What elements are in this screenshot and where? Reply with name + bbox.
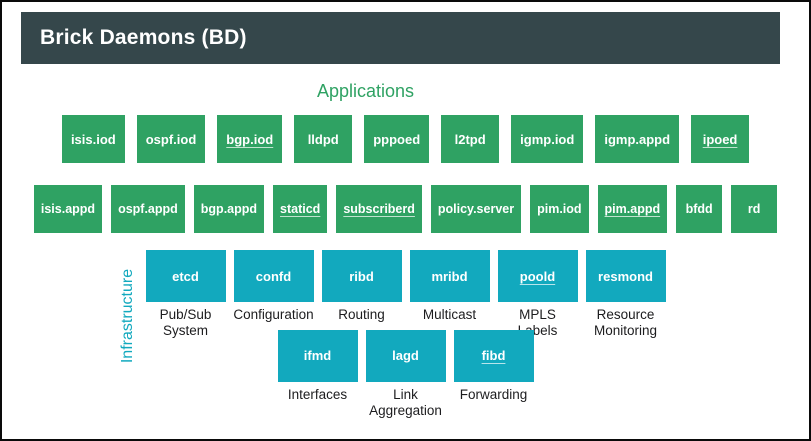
daemon-box-ospf-appd: ospf.appd xyxy=(111,185,185,233)
applications-heading: Applications xyxy=(316,81,415,101)
caption-resource-monitoring: Resource Monitoring xyxy=(593,307,658,338)
daemon-box-ifmd: ifmd xyxy=(277,329,358,382)
infra-unit-fibd: fibd Forwarding xyxy=(453,329,534,403)
daemon-box-etcd: etcd xyxy=(145,250,226,302)
caption-interfaces: Interfaces xyxy=(287,386,348,402)
infra-unit-etcd: etcd Pub/Sub System xyxy=(145,250,226,339)
daemon-box-policy-server: policy.server xyxy=(430,185,522,233)
infrastructure-row-2: ifmd Interfaces lagd Link Aggregation fi… xyxy=(277,329,534,419)
infra-unit-poold: poold MPLS Labels xyxy=(497,250,578,339)
daemon-box-confd: confd xyxy=(233,250,314,302)
infrastructure-row-1: etcd Pub/Sub System confd Configuration … xyxy=(145,250,666,339)
daemon-box-poold[interactable]: poold xyxy=(497,250,578,302)
caption-pubsub-system: Pub/Sub System xyxy=(159,307,212,338)
title-bar: Brick Daemons (BD) xyxy=(21,12,780,64)
daemon-box-pim-iod: pim.iod xyxy=(530,185,589,233)
infrastructure-heading: Infrastructure xyxy=(119,268,136,364)
page-title: Brick Daemons (BD) xyxy=(40,26,247,49)
daemon-box-igmp-appd: igmp.appd xyxy=(595,115,680,163)
daemon-box-rd: rd xyxy=(731,185,778,233)
daemon-box-lldpd: lldpd xyxy=(294,115,353,163)
daemon-box-lagd: lagd xyxy=(365,329,446,382)
infrastructure-rows: etcd Pub/Sub System confd Configuration … xyxy=(2,250,809,419)
daemon-box-fibd[interactable]: fibd xyxy=(453,329,534,382)
caption-configuration: Configuration xyxy=(233,307,314,322)
caption-routing: Routing xyxy=(338,307,385,322)
daemon-box-l2tpd: l2tpd xyxy=(441,115,500,163)
daemon-box-isis-iod: isis.iod xyxy=(61,115,125,163)
daemon-box-ribd: ribd xyxy=(321,250,402,302)
daemon-box-bgp-appd: bgp.appd xyxy=(193,185,265,233)
infra-unit-ifmd: ifmd Interfaces xyxy=(277,329,358,403)
daemon-box-mribd: mribd xyxy=(409,250,490,302)
infra-unit-confd: confd Configuration xyxy=(233,250,314,323)
caption-forwarding: Forwarding xyxy=(459,386,528,402)
infra-unit-ribd: ribd Routing xyxy=(321,250,402,323)
infrastructure-section: Infrastructure etcd Pub/Sub System confd… xyxy=(2,250,809,419)
infra-unit-resmond: resmond Resource Monitoring xyxy=(585,250,666,339)
daemon-box-pppoed: pppoed xyxy=(364,115,430,163)
caption-link-aggregation: Link Aggregation xyxy=(369,386,442,418)
daemon-box-bgp-iod[interactable]: bgp.iod xyxy=(217,115,283,163)
infra-unit-mribd: mribd Multicast xyxy=(409,250,490,323)
daemon-box-pim-appd[interactable]: pim.appd xyxy=(597,185,668,233)
applications-row-1: isis.iod ospf.iod bgp.iod lldpd pppoed l… xyxy=(2,115,809,163)
daemon-box-resmond: resmond xyxy=(585,250,666,302)
daemon-box-staticd[interactable]: staticd xyxy=(273,185,328,233)
daemon-box-igmp-iod: igmp.iod xyxy=(511,115,584,163)
daemon-box-bfdd: bfdd xyxy=(676,185,723,233)
daemon-box-isis-appd: isis.appd xyxy=(33,185,103,233)
daemon-box-ipoed[interactable]: ipoed xyxy=(691,115,750,163)
applications-row-2: isis.appd ospf.appd bgp.appd staticd sub… xyxy=(2,185,809,233)
caption-multicast: Multicast xyxy=(422,307,477,322)
daemon-box-subscriberd[interactable]: subscriberd xyxy=(336,185,422,233)
infra-unit-lagd: lagd Link Aggregation xyxy=(365,329,446,419)
daemon-box-ospf-iod: ospf.iod xyxy=(136,115,206,163)
